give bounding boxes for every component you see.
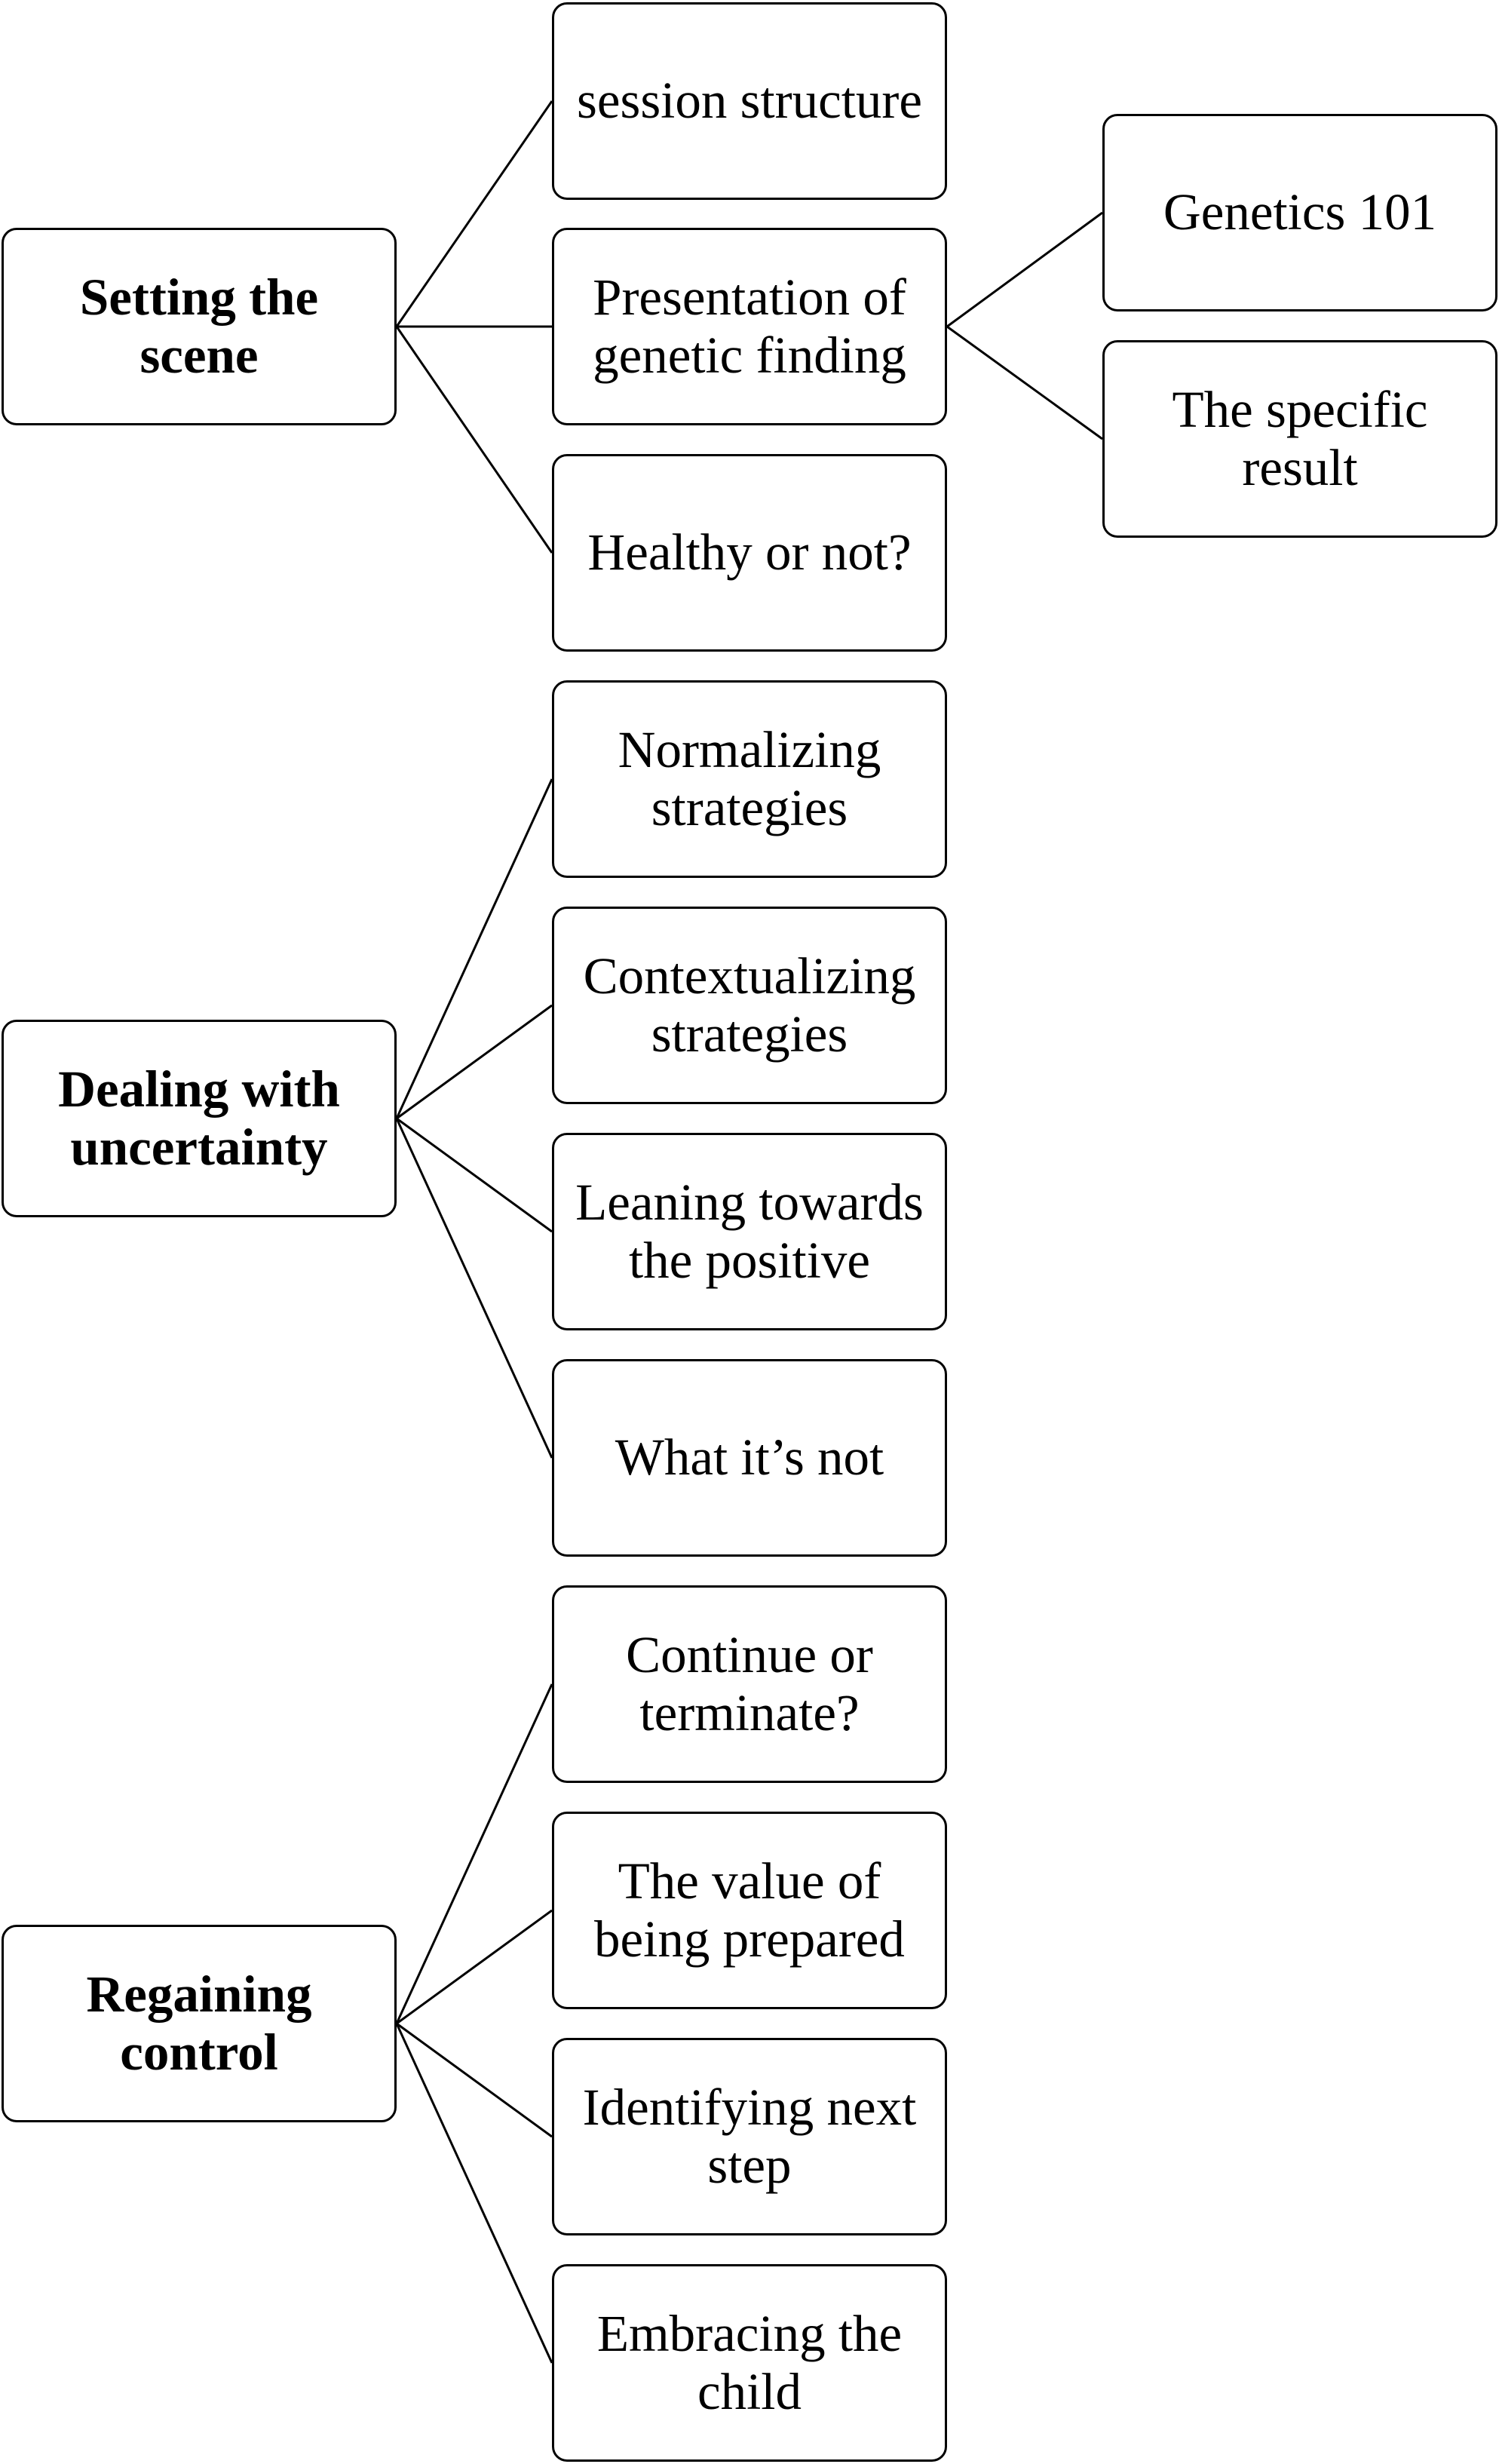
connector-theme-dealing-with-uncertainty-to-subtheme-what-its-not: [395, 1118, 553, 1459]
connector-theme-regaining-control-to-subtheme-embracing-the-child: [395, 2023, 553, 2364]
connector-theme-dealing-with-uncertainty-to-subtheme-leaning-towards-the-positive: [396, 1117, 553, 1233]
theme-regaining-control: Regaining control: [2, 1925, 397, 2122]
subtheme-identifying-next-step: Identifying next step: [552, 2038, 947, 2235]
connector-theme-regaining-control-to-subtheme-continue-or-terminate: [395, 1683, 553, 2024]
connector-theme-setting-the-scene-to-subtheme-session-structure: [395, 100, 553, 327]
theme-setting-the-scene: Setting the scene: [2, 228, 397, 425]
subtheme-embracing-the-child: Embracing the child: [552, 2264, 947, 2462]
connector-theme-setting-the-scene-to-subtheme-healthy-or-not: [395, 326, 553, 554]
subtheme-what-its-not: What it’s not: [552, 1359, 947, 1557]
subtheme-leaning-towards-the-positive: Leaning towards the positive: [552, 1133, 947, 1330]
subtheme-presentation-of-genetic-finding: Presentation of genetic finding: [552, 228, 947, 425]
connector-subtheme-presentation-of-genetic-finding-to-leaf-genetics-101: [946, 211, 1103, 328]
connector-theme-dealing-with-uncertainty-to-subtheme-normalizing-strategies: [395, 778, 553, 1119]
subtheme-the-value-of-being-prepared: The value of being prepared: [552, 1812, 947, 2009]
theme-dealing-with-uncertainty: Dealing with uncertainty: [2, 1020, 397, 1217]
subtheme-continue-or-terminate: Continue or terminate?: [552, 1585, 947, 1783]
subtheme-contextualizing-strategies: Contextualizing strategies: [552, 907, 947, 1104]
connector-theme-regaining-control-to-subtheme-identifying-next-step: [396, 2022, 553, 2138]
connector-subtheme-presentation-of-genetic-finding-to-leaf-the-specific-result: [946, 325, 1103, 440]
leaf-genetics-101: Genetics 101: [1102, 114, 1497, 311]
subtheme-healthy-or-not: Healthy or not?: [552, 454, 947, 652]
subtheme-normalizing-strategies: Normalizing strategies: [552, 680, 947, 878]
leaf-the-specific-result: The specific result: [1102, 340, 1497, 538]
connector-theme-regaining-control-to-subtheme-the-value-of-being-prepared: [396, 1909, 553, 2025]
connector-theme-dealing-with-uncertainty-to-subtheme-contextualizing-strategies: [396, 1004, 553, 1120]
subtheme-session-structure: session structure: [552, 2, 947, 200]
